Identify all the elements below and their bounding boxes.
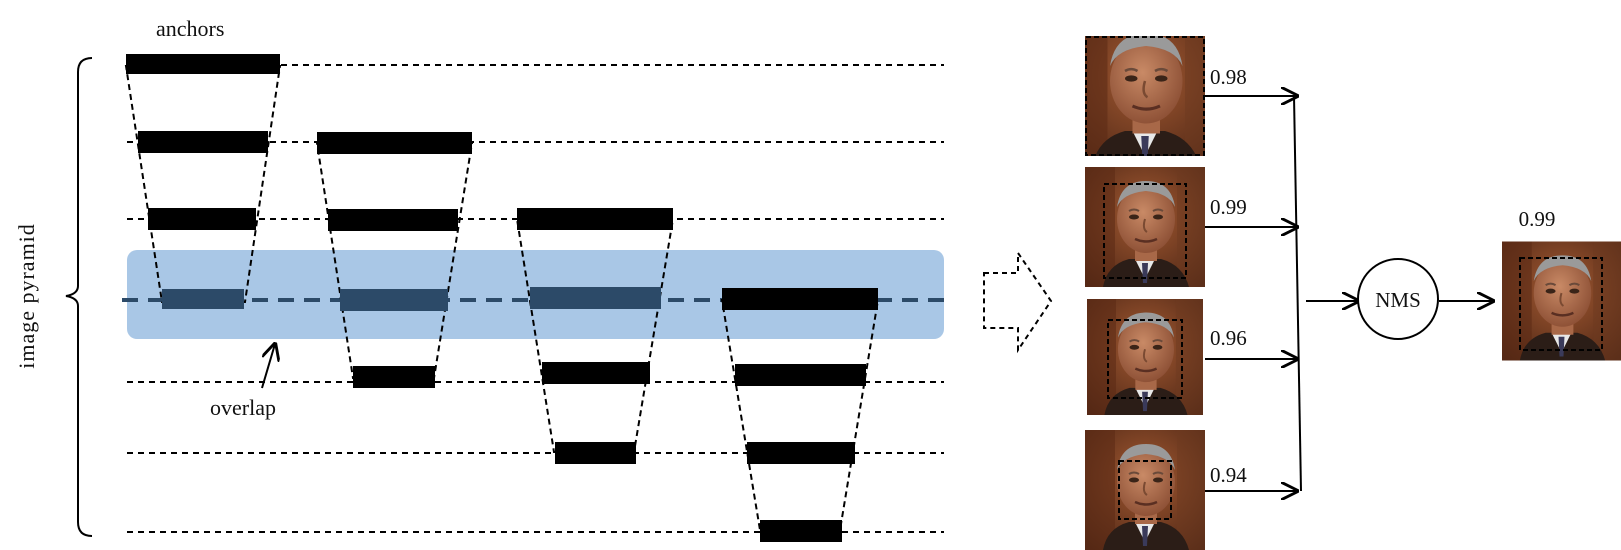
detection-score: 0.99 [1210, 195, 1247, 219]
image-pyramid-label: image pyramid [14, 223, 39, 369]
result [1502, 242, 1621, 361]
anchor-group-3 [515, 208, 675, 464]
detection-2 [1085, 167, 1205, 287]
detection-box [1085, 36, 1205, 156]
detection-arrows [1205, 96, 1358, 491]
detection-1 [1070, 16, 1220, 166]
anchor-group-4 [720, 288, 880, 542]
detection-score: 0.98 [1210, 65, 1247, 89]
detection-box [1103, 183, 1187, 279]
anchor-bar [126, 54, 280, 74]
detection-score: 0.96 [1210, 326, 1247, 350]
anchor-bar [328, 209, 458, 231]
anchor-bar [530, 287, 661, 309]
nms-label: NMS [1375, 288, 1421, 312]
anchor-bar [735, 364, 866, 386]
detection-3 [1087, 299, 1203, 415]
anchor-bar [722, 288, 878, 310]
overlap-arrow [261, 344, 275, 389]
anchor-bar [542, 362, 650, 384]
anchors-label: anchors [156, 16, 224, 41]
anchor-bar [340, 289, 448, 311]
merge-line [1293, 95, 1302, 492]
anchor-bar [138, 131, 268, 153]
detection-4 [1085, 430, 1205, 550]
anchor-bar [760, 520, 842, 542]
face-thumbnail [1070, 16, 1220, 166]
result-score: 0.99 [1519, 207, 1556, 231]
pyramid-bracket [65, 57, 93, 537]
block-arrow-icon [983, 249, 1053, 354]
detection-box [1118, 460, 1172, 520]
overlap-label: overlap [210, 395, 276, 420]
anchor-bar [162, 289, 244, 309]
anchor-bar [353, 366, 435, 388]
detection-box [1519, 257, 1603, 351]
anchor-bar [517, 208, 673, 230]
anchor-bar [317, 132, 472, 154]
detection-box [1107, 319, 1183, 399]
anchor-bar [555, 442, 636, 464]
anchor-bar [747, 442, 855, 464]
anchor-bar [148, 208, 256, 230]
anchor-group-2 [315, 132, 474, 388]
nms-node: NMS [1357, 258, 1439, 340]
face-thumbnail [1085, 430, 1205, 550]
anchor-group-1 [124, 54, 282, 309]
detection-score: 0.94 [1210, 463, 1247, 487]
